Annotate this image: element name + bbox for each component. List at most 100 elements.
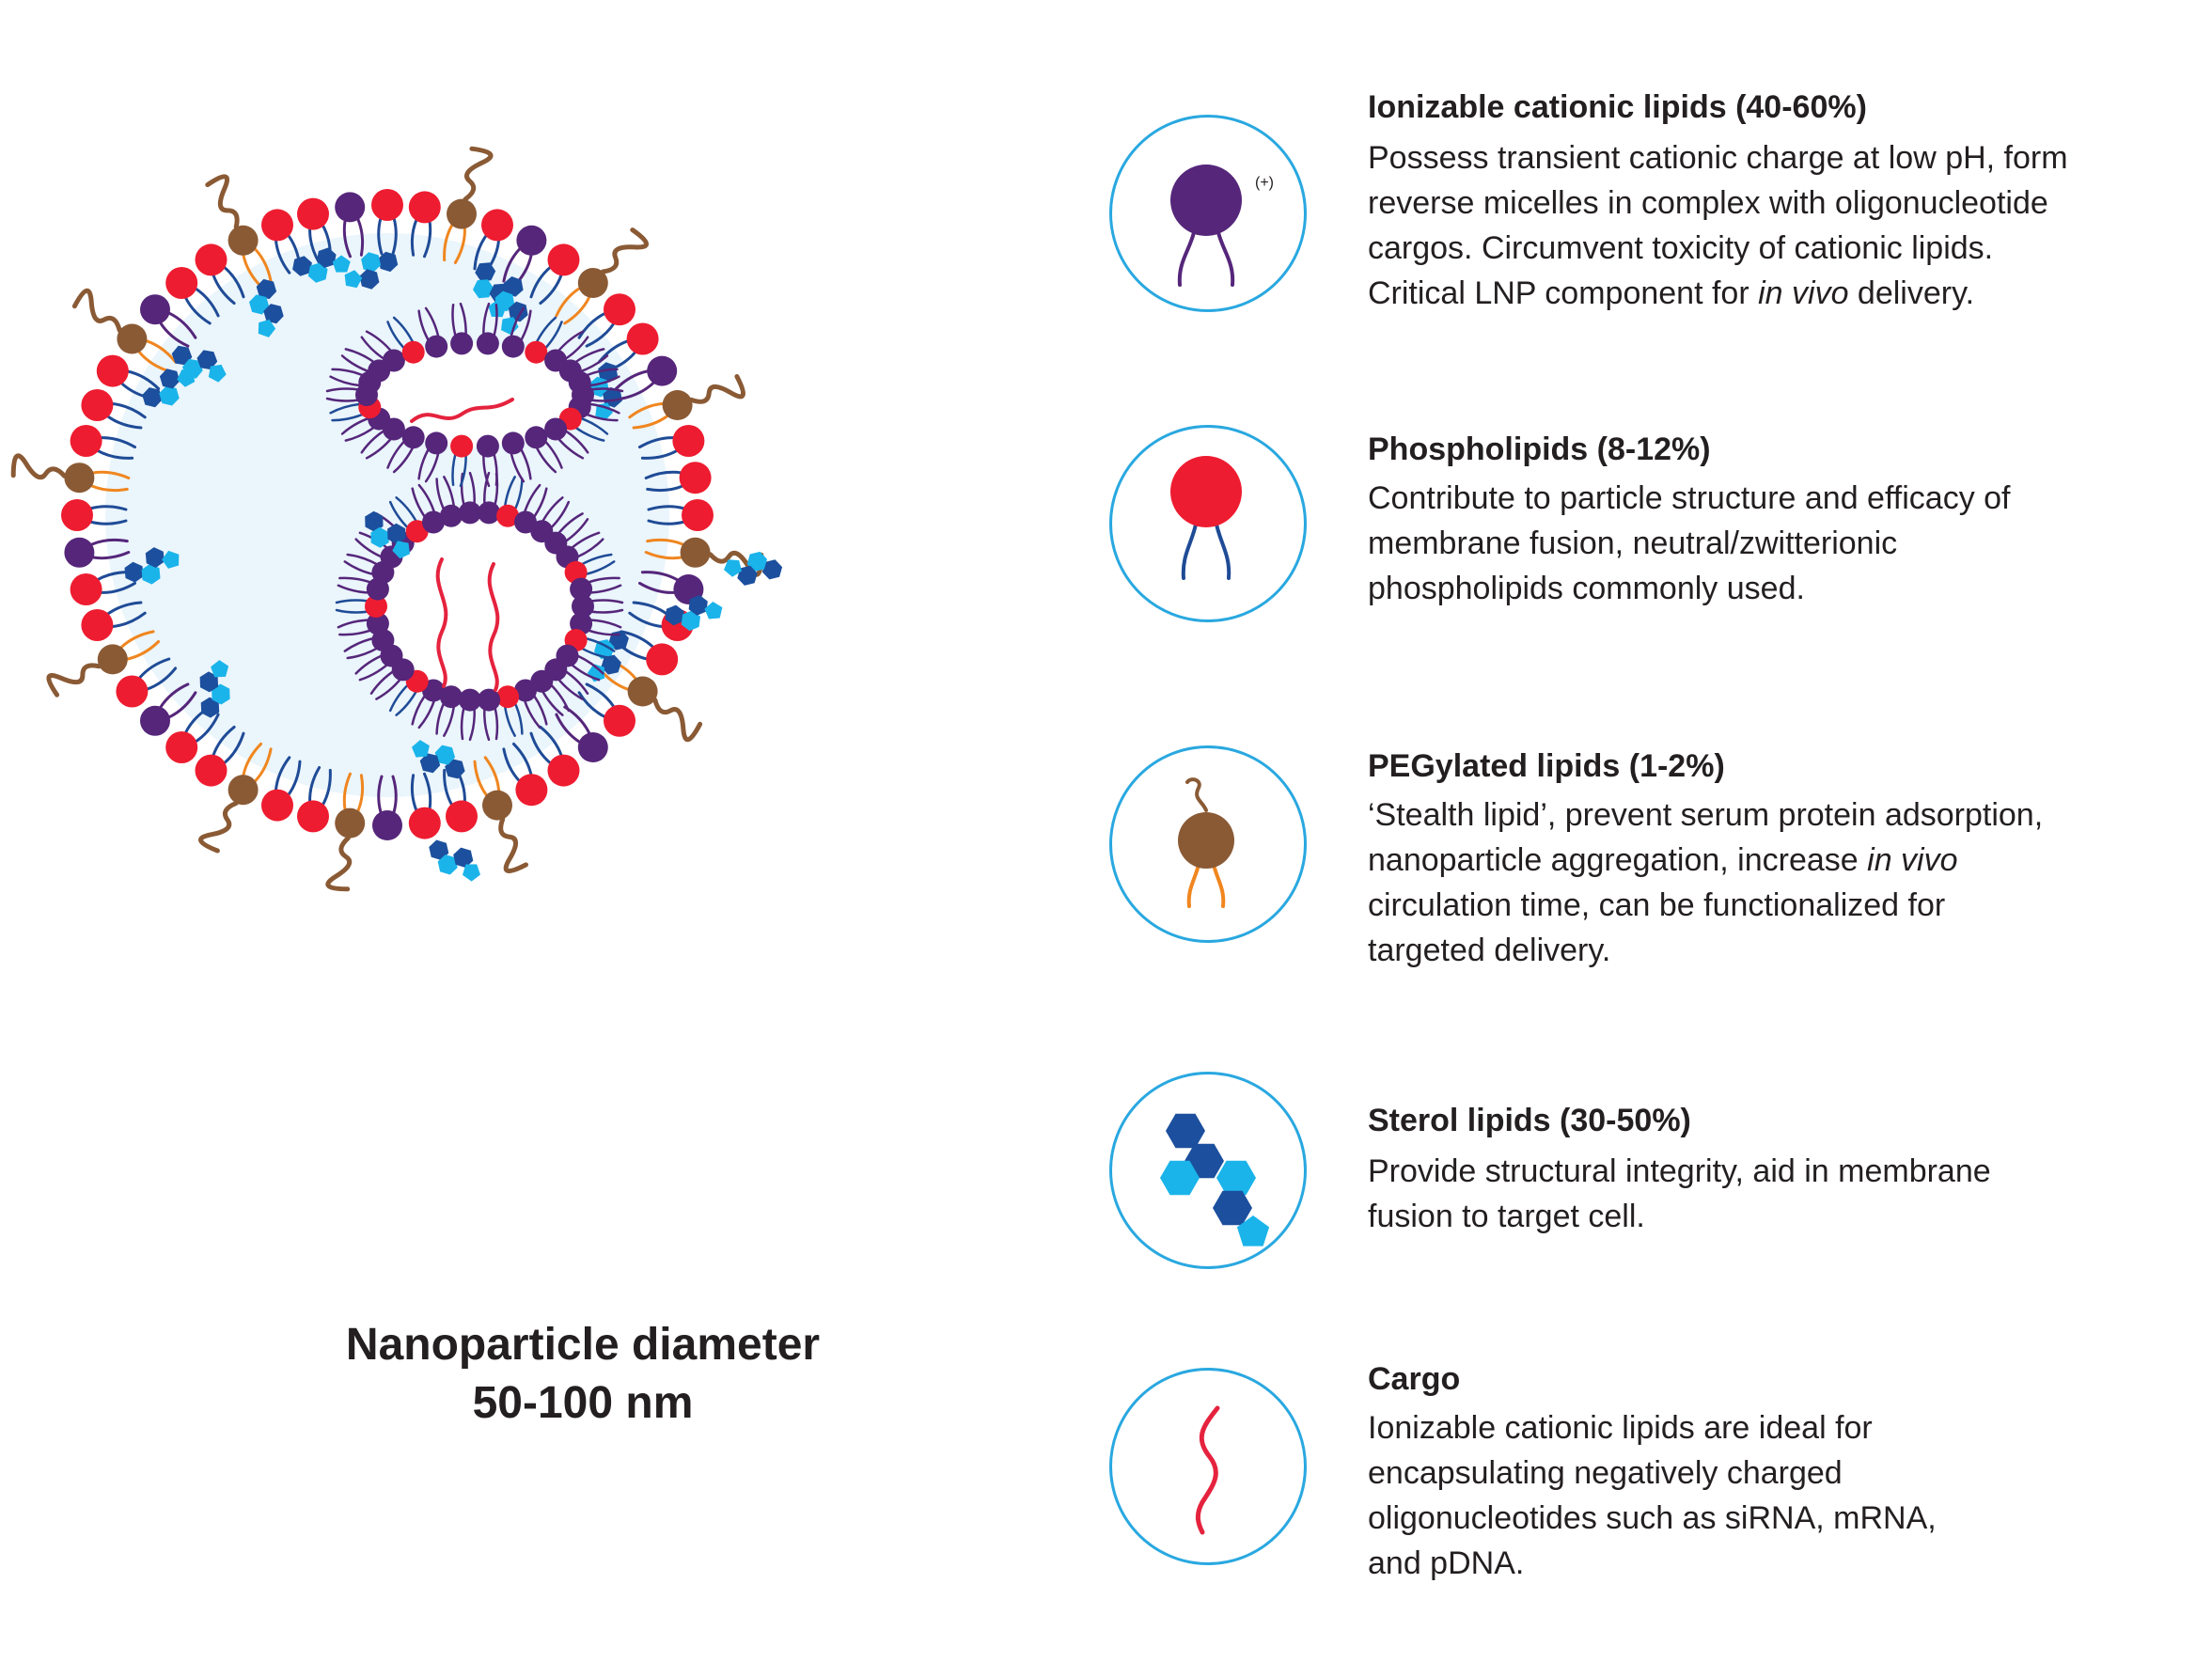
sterol-ring bbox=[688, 595, 708, 616]
lipid-head bbox=[261, 789, 293, 822]
sterol-ring bbox=[142, 387, 163, 408]
phospholipid bbox=[195, 725, 245, 787]
legend-pegylated-lipids: PEGylated lipids (1-2%) ‘Stealth lipid’,… bbox=[1109, 745, 2200, 990]
pegylated-lipid bbox=[597, 657, 703, 743]
phospholipid bbox=[165, 267, 220, 325]
lipid-tail bbox=[423, 219, 432, 259]
ionizable-lipid-icon: (+) bbox=[1109, 115, 1307, 312]
lipid-tail bbox=[342, 772, 352, 811]
sterol-ring bbox=[208, 364, 227, 383]
lipid-tail bbox=[640, 448, 679, 460]
lipid-tail bbox=[99, 436, 136, 449]
lipid-tail bbox=[539, 273, 563, 306]
legend-description: Ionizable cationic lipids are ideal for … bbox=[1368, 1405, 2195, 1586]
lipid-head bbox=[501, 335, 525, 358]
sterol-ring bbox=[598, 362, 618, 383]
lipid-tail bbox=[502, 747, 522, 783]
sterol-ring bbox=[256, 278, 277, 300]
sterol-ring bbox=[1236, 1215, 1270, 1246]
lipid-head bbox=[408, 807, 441, 839]
lipid-head bbox=[458, 501, 481, 525]
lipid-head bbox=[422, 510, 445, 534]
lipid-head bbox=[481, 209, 513, 242]
pegylated-lipid bbox=[71, 288, 178, 373]
sterol-ring bbox=[429, 839, 449, 860]
ionizable-lipid bbox=[568, 368, 620, 394]
ionizable-lipid bbox=[360, 330, 405, 372]
legend-phospholipids: Phospholipids (8-12%) Contribute to part… bbox=[1109, 425, 2200, 669]
legend-desc-line: fusion to target cell. bbox=[1368, 1199, 1645, 1234]
pegylated-lipid bbox=[205, 174, 273, 289]
legend-desc-line: Contribute to particle structure and eff… bbox=[1368, 480, 2011, 516]
phospholipid bbox=[647, 499, 714, 531]
peg-chain bbox=[325, 836, 353, 892]
sterol-ring bbox=[211, 660, 229, 678]
lipid-head bbox=[401, 426, 425, 449]
ionizable-lipid bbox=[450, 302, 474, 355]
ionizable-lipid bbox=[501, 306, 532, 358]
phospholipid bbox=[81, 601, 147, 641]
lipid-head bbox=[476, 332, 499, 355]
lipid-tail bbox=[529, 731, 553, 765]
phospholipid bbox=[408, 191, 441, 259]
legend-desc-line: and pDNA. bbox=[1368, 1545, 1525, 1581]
legend-desc-line: membrane fusion, neutral/zwitterionic bbox=[1368, 525, 1898, 561]
lipid-head bbox=[570, 577, 593, 601]
lipid-tail bbox=[91, 470, 131, 479]
phospholipid bbox=[81, 389, 147, 430]
lipid-head bbox=[680, 537, 711, 568]
phospholipid bbox=[165, 705, 220, 763]
lipid-head bbox=[604, 293, 635, 326]
lipid-tail bbox=[453, 227, 466, 264]
lipid-head bbox=[525, 426, 548, 449]
ionizable-lipid bbox=[544, 417, 589, 460]
lipid-tail bbox=[167, 311, 197, 339]
ionizable-lipid bbox=[140, 682, 197, 736]
lipid-head bbox=[261, 209, 293, 242]
lipid-head bbox=[140, 294, 170, 325]
ionizable-lipid bbox=[411, 483, 445, 534]
sterol-ring bbox=[307, 262, 328, 283]
lipid-tail bbox=[356, 218, 365, 257]
lipid-head bbox=[165, 267, 198, 299]
lipid-head bbox=[627, 676, 658, 707]
lipid-head bbox=[544, 417, 568, 441]
ionizable-lipid bbox=[435, 476, 463, 527]
peg-chain bbox=[652, 698, 703, 743]
ionizable-lipid bbox=[335, 192, 366, 259]
lipid-tail bbox=[253, 747, 273, 783]
legend-desc-line: Ionizable cationic lipids are ideal for bbox=[1368, 1410, 1873, 1446]
caption-line-2: 50-100 nm bbox=[472, 1378, 694, 1428]
lipid-tail bbox=[638, 581, 676, 594]
lipid-tail bbox=[96, 448, 134, 460]
lipid-tail bbox=[614, 369, 650, 390]
phospholipid bbox=[638, 425, 705, 460]
lipid-head bbox=[478, 688, 501, 712]
phospholipid bbox=[371, 189, 403, 256]
lipid-head bbox=[365, 595, 387, 618]
lipid-tail bbox=[137, 657, 171, 681]
peg-chain bbox=[205, 174, 240, 230]
lipid-head bbox=[439, 685, 463, 709]
ionizable-lipid bbox=[478, 471, 501, 525]
ionizable-lipid bbox=[501, 431, 532, 483]
lipid-tail bbox=[632, 415, 669, 430]
lipid-tail bbox=[222, 731, 245, 765]
lipid-tail bbox=[212, 725, 236, 758]
lipid-head bbox=[227, 225, 259, 256]
lipid-tail bbox=[125, 640, 161, 661]
micelle-core bbox=[376, 512, 583, 700]
lipid-head bbox=[496, 504, 520, 527]
pegylated-lipid bbox=[644, 537, 764, 577]
lipid-head bbox=[439, 504, 463, 527]
lipid-tail bbox=[194, 287, 220, 318]
phospholipid bbox=[529, 243, 580, 306]
lipid-tail bbox=[632, 601, 669, 616]
legend-desc-line: Provide structural integrity, aid in mem… bbox=[1368, 1153, 1991, 1189]
sterol-ring bbox=[249, 294, 270, 315]
lipid-head bbox=[446, 800, 478, 833]
lipid-head bbox=[496, 685, 520, 709]
pegylated-lipid bbox=[473, 756, 528, 873]
lipid-head bbox=[516, 225, 547, 256]
lipid-head bbox=[604, 704, 635, 737]
